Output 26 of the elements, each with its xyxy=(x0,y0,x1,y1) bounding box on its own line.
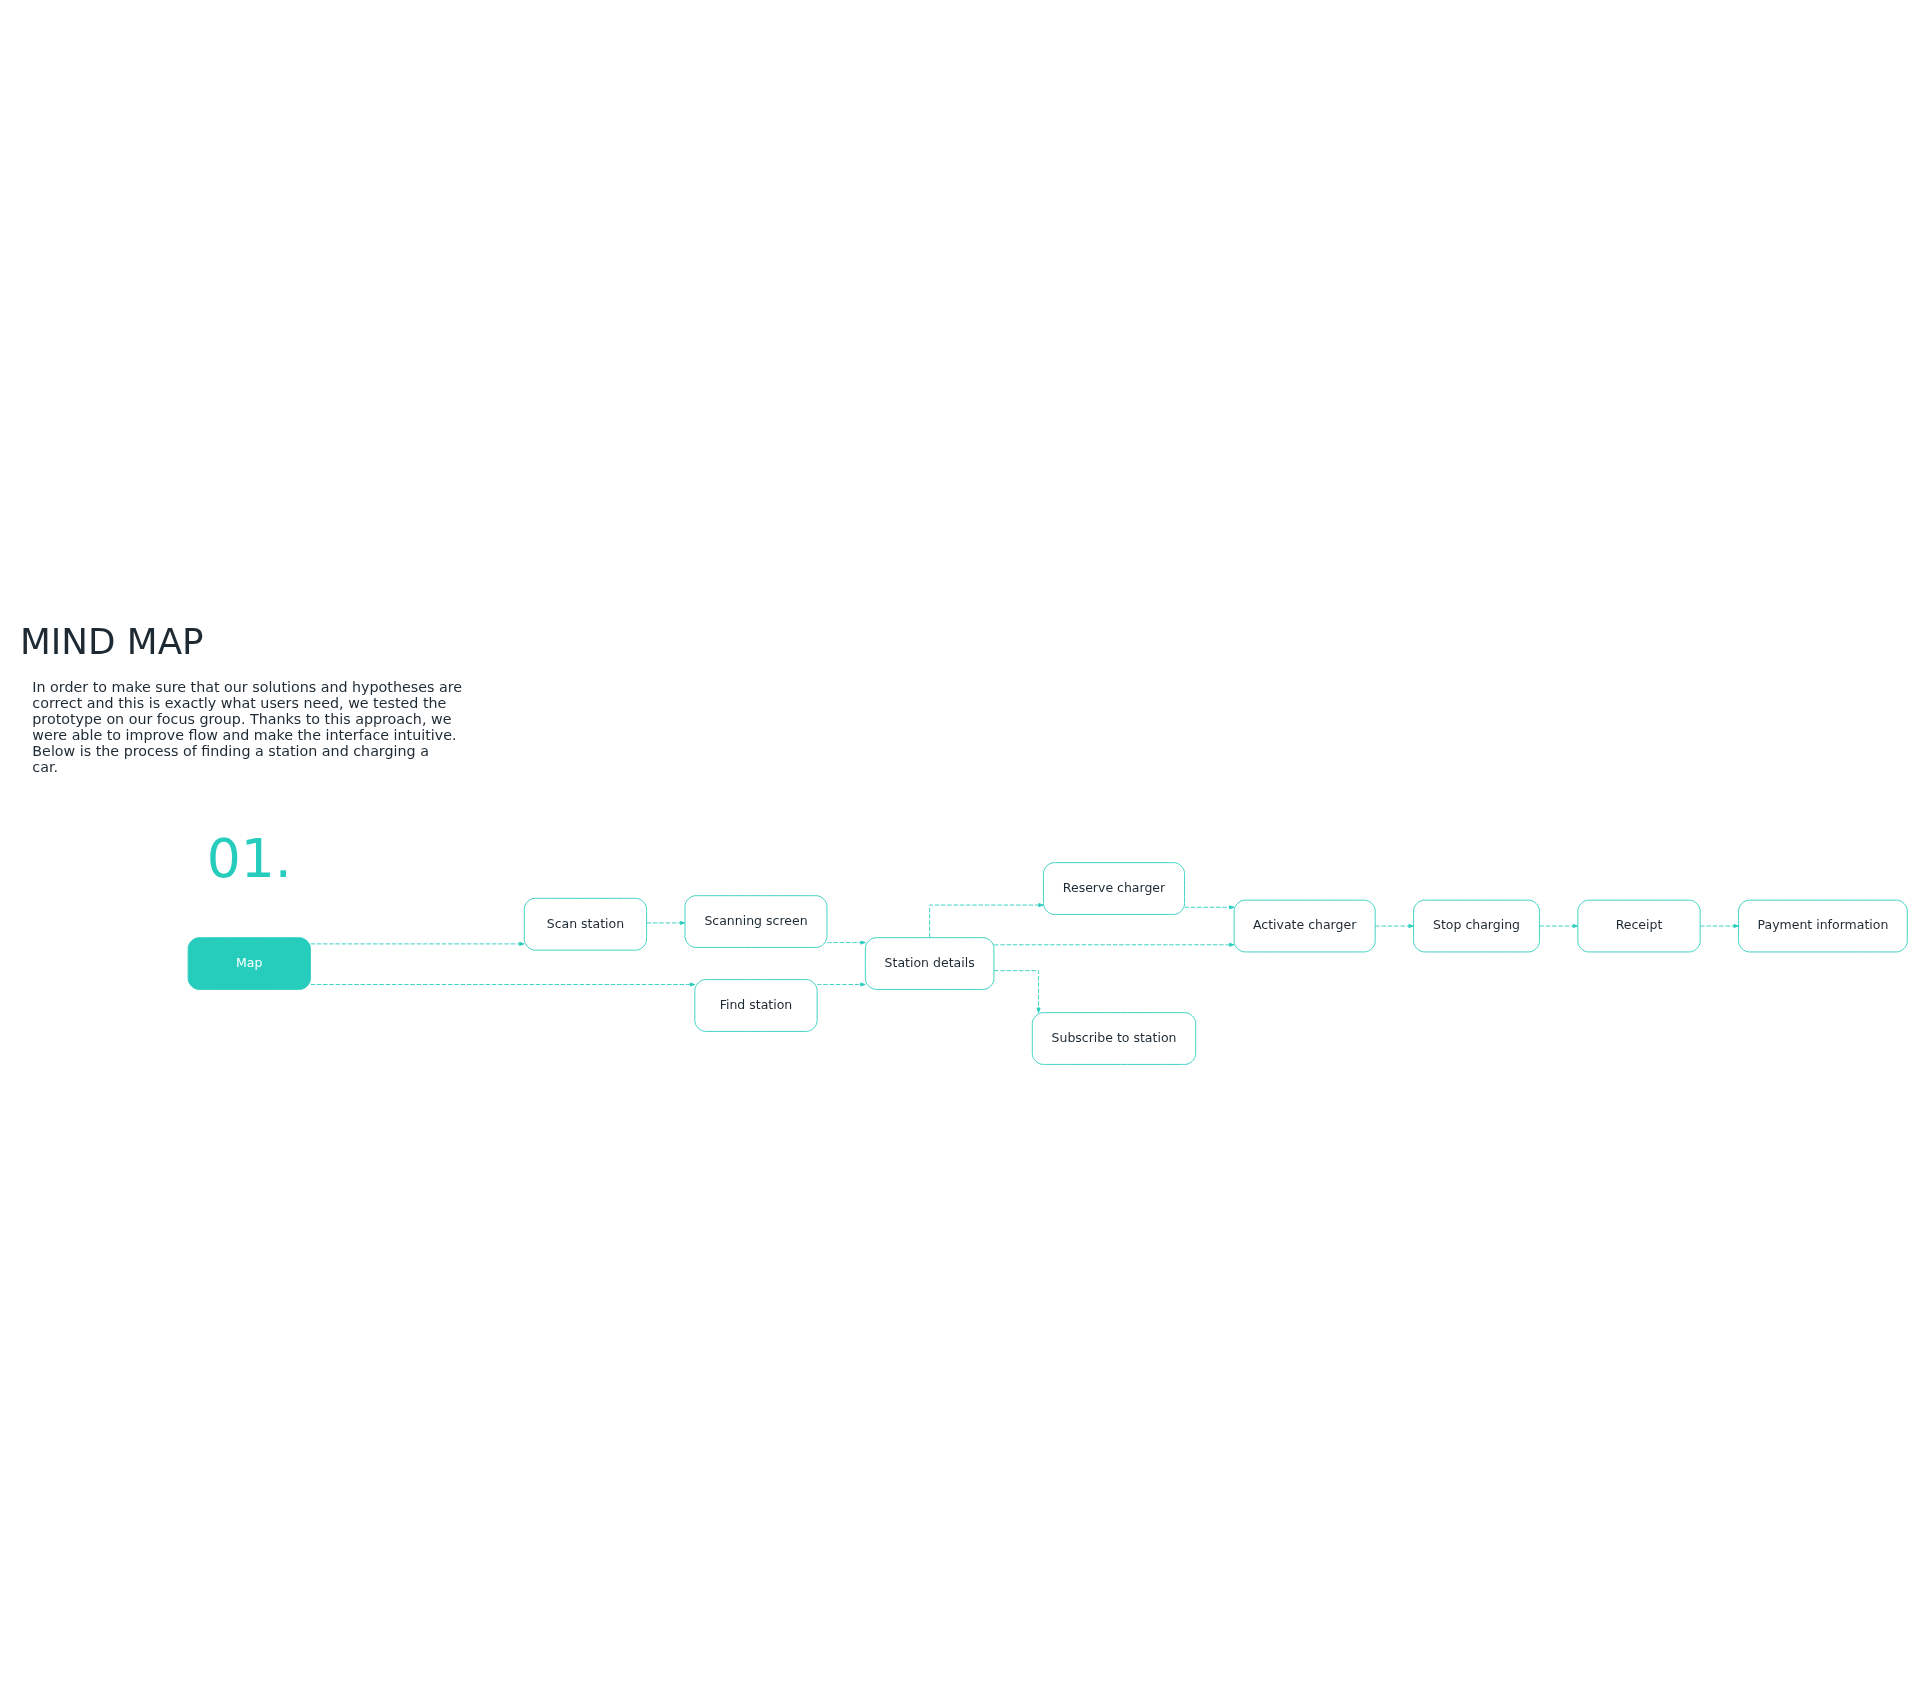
node-box: Receipt xyxy=(1577,899,1701,953)
node-box: Station details xyxy=(864,937,995,990)
node-box: Find station xyxy=(694,979,818,1032)
node-box: Scanning screen xyxy=(684,895,828,948)
node-box: Map xyxy=(187,937,311,990)
node-box: Scan station xyxy=(523,897,648,951)
label: In order to make sure that our solutions and hypotheses are correct and this is exactly what users need, we tested the prototype on our focus group. Thanks to this approach, we were able to improve flow and make the interface intuitive. Below is the process of finding a station and charging a car. xyxy=(32,678,463,776)
arrow xyxy=(1539,924,1579,929)
node-box: Activate charger xyxy=(1233,899,1376,953)
arrow xyxy=(993,970,1041,1013)
arrow xyxy=(1184,905,1235,910)
node-box: Reserve charger xyxy=(1043,862,1185,915)
node-box: Subscribe to station xyxy=(1031,1012,1197,1065)
arrow xyxy=(816,982,866,987)
node-box: Stop charging xyxy=(1413,899,1540,953)
arrow xyxy=(993,942,1235,947)
node-box: Payment information xyxy=(1738,899,1908,953)
diagram-title: MIND MAP xyxy=(19,620,204,662)
arrow xyxy=(826,940,866,945)
arrow xyxy=(1699,924,1739,929)
arrow xyxy=(310,941,525,946)
arrow xyxy=(310,982,696,987)
arrow xyxy=(1374,924,1414,929)
arrow xyxy=(646,920,686,925)
label: 01. xyxy=(206,826,292,890)
arrow xyxy=(929,903,1044,938)
